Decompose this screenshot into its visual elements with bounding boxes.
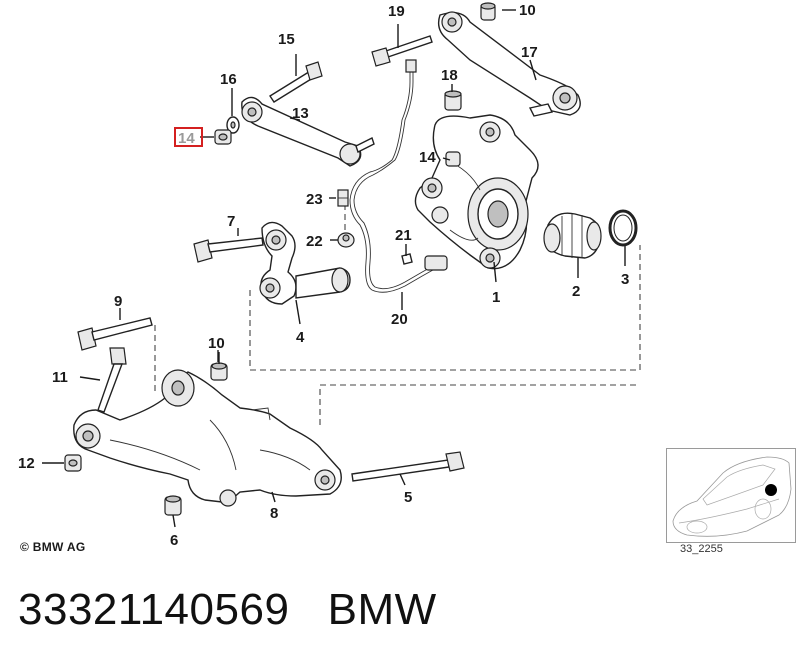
bolt-9 [77,317,153,351]
highlight-box-14 [174,127,203,147]
wheel-bearing-2 [543,212,602,259]
label-12: 12 [18,455,35,472]
label-2: 2 [572,283,580,300]
label-19: 19 [388,3,405,20]
label-16: 16 [220,71,237,88]
label-21: 21 [395,227,412,244]
car-silhouette-icon [672,456,792,537]
callout-labels: 1 2 3 4 5 6 7 8 9 10 11 12 13 14 14 15 1… [18,2,629,549]
screw-21 [401,253,413,265]
link-4 [259,221,351,305]
label-10-lower: 10 [208,335,225,352]
label-5: 5 [404,489,412,506]
upper-control-arm-17 [437,11,581,117]
part-number: 33321140569 [18,585,290,634]
bolt-19 [371,35,433,67]
inset-figure-code: 33_2255 [680,543,723,555]
bushing-18 [444,90,462,111]
plug-22 [337,232,355,248]
bolt-15 [269,61,323,103]
wheel-carrier-1 [414,114,539,270]
washer-16 [226,116,240,134]
assembly-dashed-lines [154,120,641,425]
label-14-highlighted: 14 [178,130,195,147]
lower-arm-8 [73,369,342,507]
nut-12 [64,454,82,472]
label-1: 1 [492,289,500,306]
label-11: 11 [52,369,68,386]
label-10-top: 10 [519,2,536,19]
brand-name: BMW [327,585,437,634]
label-4: 4 [296,329,305,346]
label-14-knuckle: 14 [419,149,436,166]
circlip-3 [608,209,638,247]
link-arm-13 [241,96,375,167]
label-7: 7 [227,213,235,230]
part-number-caption: 33321140569 BMW [18,585,437,635]
label-3: 3 [621,271,629,288]
clip-23 [337,189,349,207]
nut-6 [164,495,182,516]
car-location-inset [666,448,796,543]
nut-10-top [480,2,496,21]
label-18: 18 [441,67,458,84]
label-22: 22 [306,233,323,250]
label-15: 15 [278,31,295,48]
copyright-notice: © BMW AG [20,540,86,554]
leader-lines [42,9,626,528]
bolt-11 [97,347,127,413]
bolt-7 [193,237,264,263]
nut-14-highlighted [214,129,232,145]
label-20: 20 [391,311,408,328]
bolt-5 [351,451,465,482]
sensor-cable-20 [349,59,448,293]
label-13: 13 [292,105,309,122]
nut-10-lower [210,362,228,381]
label-8: 8 [270,505,278,522]
label-17: 17 [521,44,538,61]
label-6: 6 [170,532,178,549]
label-9: 9 [114,293,122,310]
label-23: 23 [306,191,323,208]
